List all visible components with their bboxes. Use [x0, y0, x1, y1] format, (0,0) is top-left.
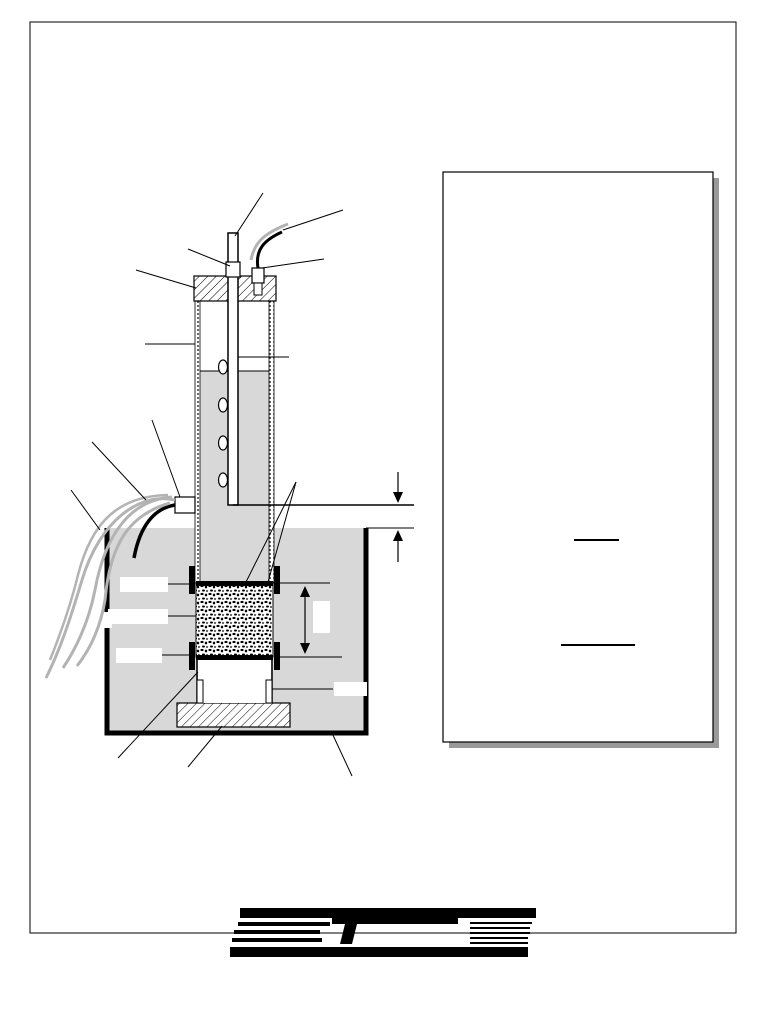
logo-e-upper — [238, 922, 330, 926]
lower-chamber — [198, 660, 271, 703]
sample-height-bottom-head — [300, 643, 310, 654]
top-screen — [196, 581, 273, 586]
cable-bundle-3 — [75, 501, 171, 667]
leader-screen-2 — [267, 481, 297, 583]
tube-hole-2 — [217, 397, 229, 413]
column — [174, 232, 414, 584]
logo-bar-top — [240, 908, 536, 918]
label-box-sample — [108, 609, 168, 624]
cable-top — [255, 230, 283, 269]
logo-e-middle — [234, 930, 320, 934]
ring-clamp-right-top — [274, 566, 280, 594]
side-fitting — [174, 496, 196, 514]
tube-hole-1 — [217, 359, 229, 375]
cable-bundle-2 — [61, 495, 173, 669]
head-arrow-bottom-head — [393, 530, 403, 541]
ring-clamp-left-top — [189, 566, 195, 594]
cable-bundle-4 — [48, 493, 169, 661]
eti-logo — [30, 908, 736, 957]
label-box-clamp-top — [120, 577, 168, 592]
tube-hole-4 — [217, 472, 229, 488]
sample-section — [189, 566, 280, 704]
legend-panel-box — [442, 171, 714, 743]
support-leg-left — [196, 679, 204, 704]
leader-tube-fitting — [187, 248, 231, 267]
label-box-leg — [334, 682, 367, 696]
sensor-fitting-base — [253, 282, 263, 296]
sensor-fitting — [251, 267, 265, 284]
cable-side — [132, 503, 176, 559]
tank-wall — [104, 528, 369, 736]
ring-clamp-left-bottom — [189, 642, 195, 670]
leader-tube — [234, 192, 264, 237]
leader-sensor-fitting — [261, 258, 325, 269]
logo-i-upper — [470, 922, 532, 924]
logo-i-middle — [470, 927, 530, 929]
leader-lines — [70, 192, 353, 777]
cables — [44, 222, 289, 679]
bottom-screen — [196, 655, 273, 660]
leader-base — [187, 725, 223, 768]
cable-bundle-1 — [44, 497, 176, 679]
page-frame — [29, 21, 737, 934]
column-wall-right — [268, 300, 275, 584]
logo-i-lower-2 — [470, 937, 528, 939]
logo-t-bar — [332, 916, 458, 924]
leader-screen-1 — [245, 481, 297, 583]
logo-t-stem — [340, 924, 357, 944]
ring-clamp-right-bottom — [274, 642, 280, 670]
leader-side-fitting — [151, 419, 181, 498]
logo-e-lower — [232, 938, 322, 942]
leader-side-cable — [91, 441, 147, 501]
support-leg-right — [265, 679, 273, 704]
dimension-marks — [238, 472, 414, 658]
soil-sample — [195, 582, 274, 658]
logo-bar-bottom — [230, 947, 528, 957]
leader-cable-bundle — [70, 489, 101, 531]
leader-tank — [331, 732, 353, 777]
head-arrow-top-head — [393, 492, 403, 503]
leader-lower-chamber — [117, 671, 199, 759]
logo-i-lower-1 — [470, 932, 530, 934]
tube-fitting — [225, 261, 241, 278]
sample-height-top-head — [300, 586, 310, 597]
leader-cable-top — [282, 209, 344, 231]
leader-top-cap — [135, 269, 197, 289]
label-boxes — [108, 577, 367, 696]
tank-overflow-gap — [103, 612, 112, 628]
base-block — [176, 702, 291, 728]
cable-top-gray — [249, 222, 289, 261]
label-box-clamp-bottom — [116, 648, 162, 663]
column-wall-left — [194, 300, 201, 584]
label-box-height — [313, 601, 330, 633]
tube-hole-3 — [217, 435, 229, 451]
logo-i-lower-3 — [470, 942, 528, 944]
legend-panel — [442, 171, 719, 748]
